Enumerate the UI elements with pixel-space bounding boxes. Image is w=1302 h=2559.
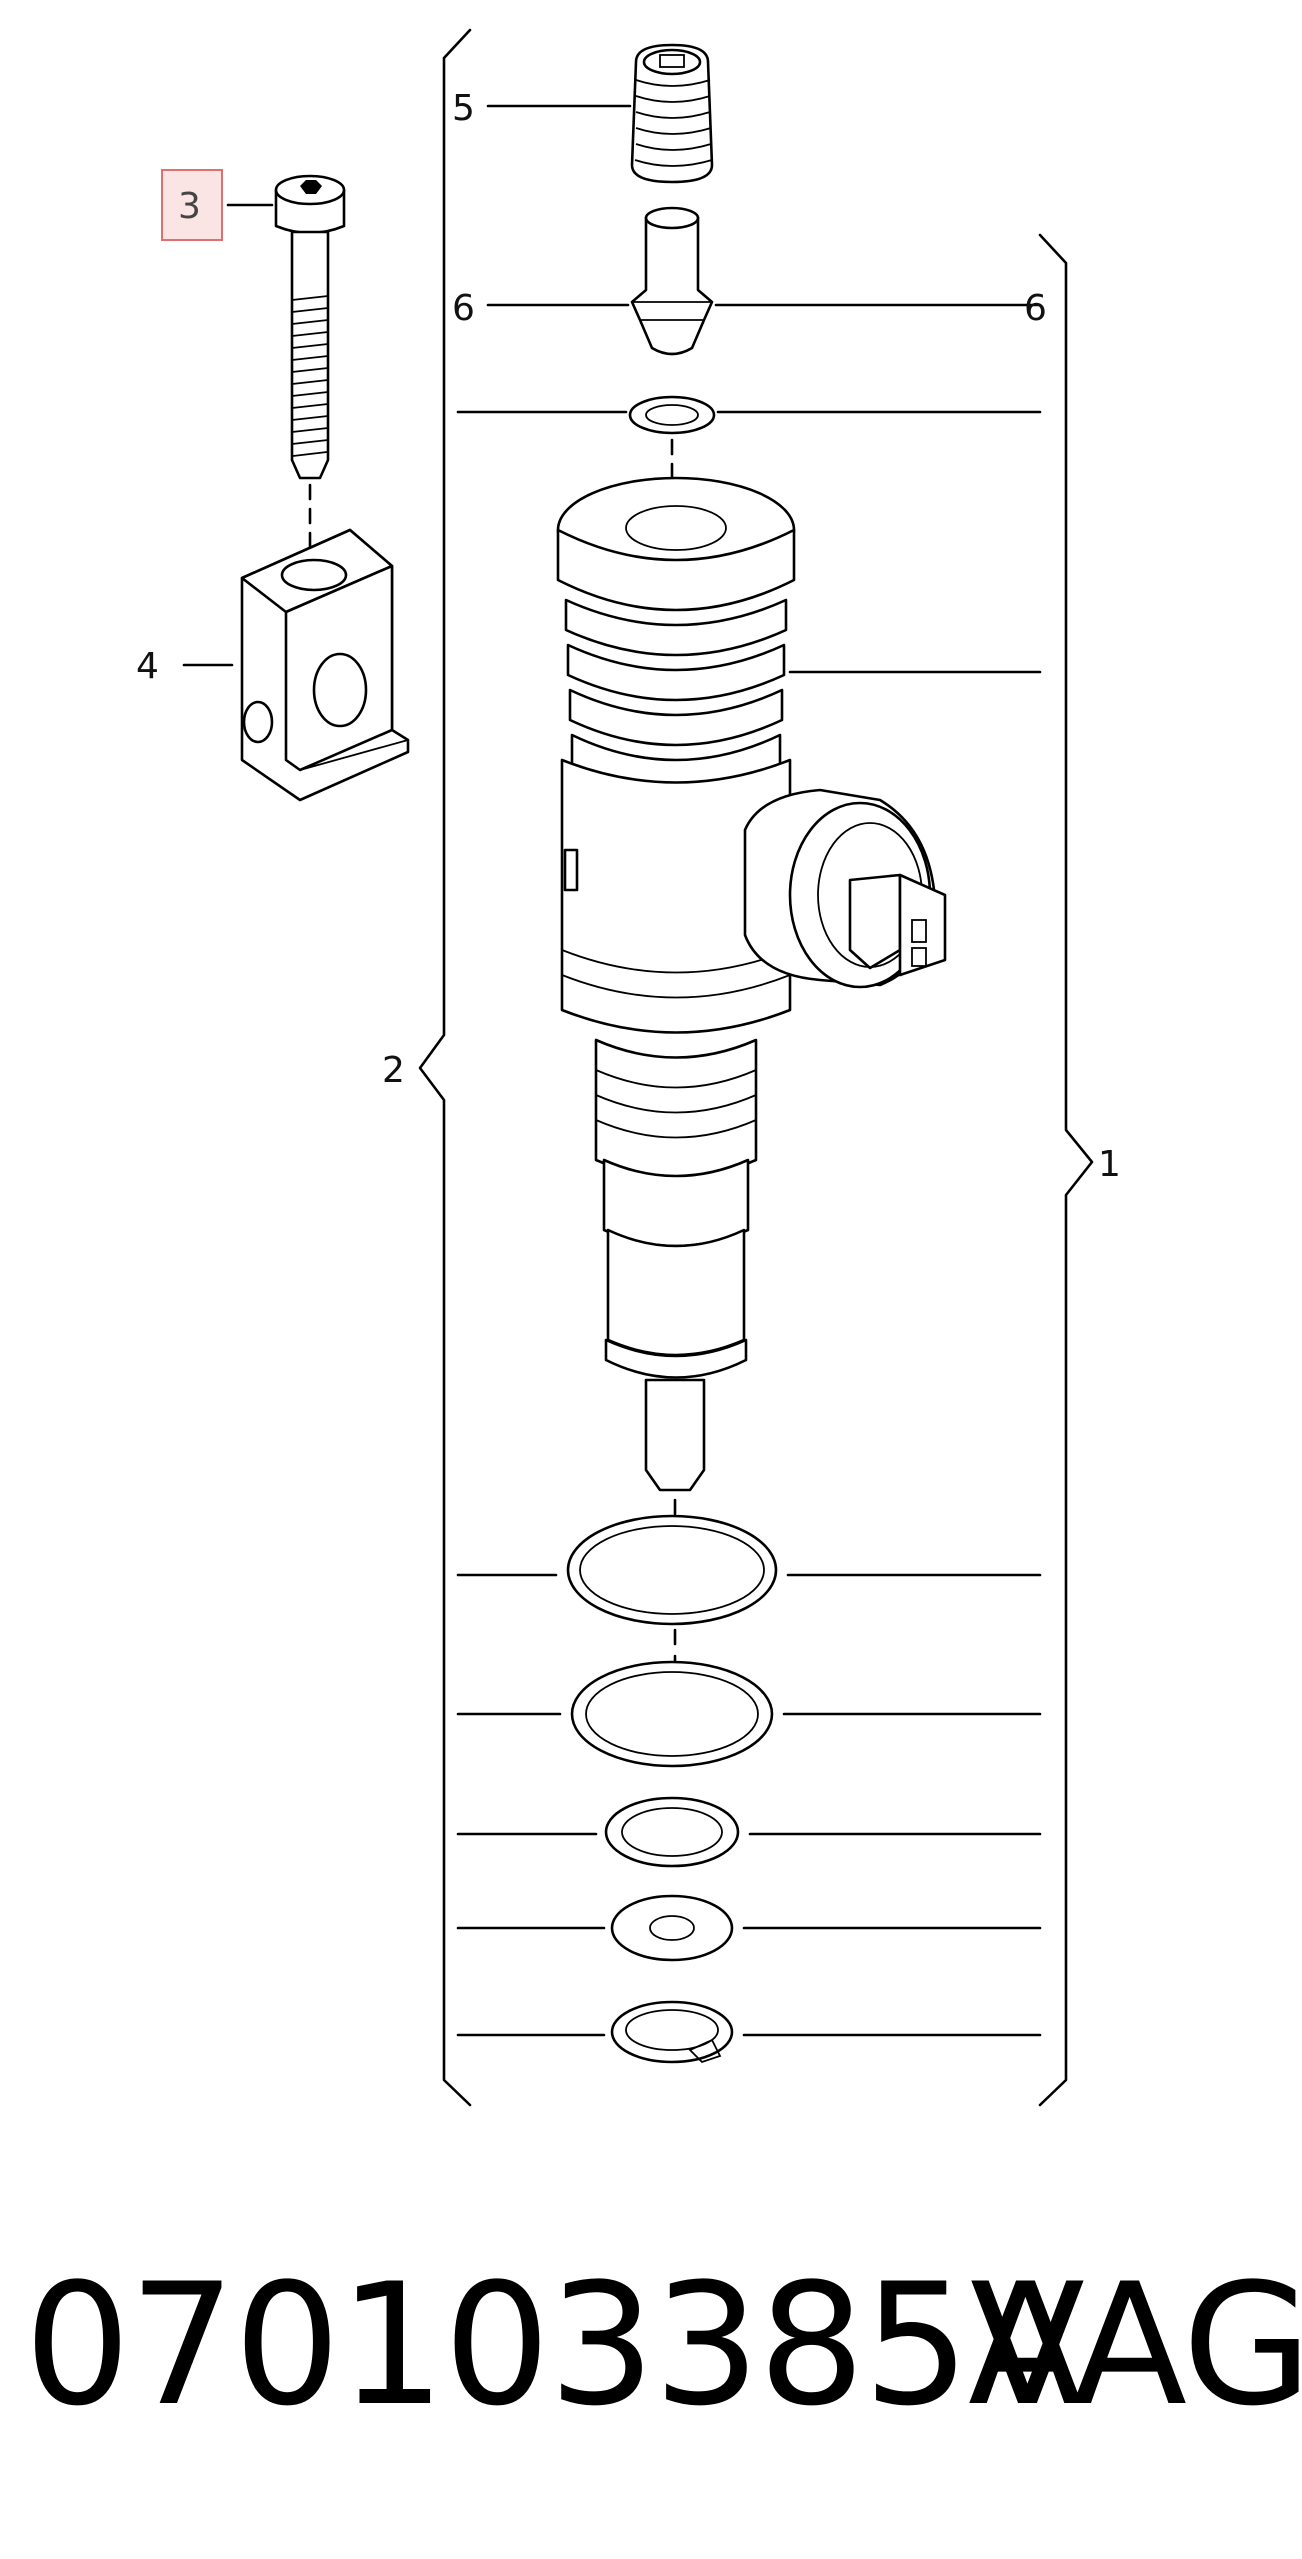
part-number: 070103385A bbox=[24, 2247, 1083, 2443]
callout-4[interactable]: 4 bbox=[136, 646, 159, 687]
callout-6-right[interactable]: 6 bbox=[1024, 288, 1047, 329]
part-6-valve-pin bbox=[630, 206, 714, 356]
sealing-washer bbox=[610, 1894, 734, 1962]
exploded-parts-diagram: 3 4 5 6 6 2 1 bbox=[136, 28, 1121, 2107]
bracket-group-2 bbox=[418, 28, 472, 2107]
part-footer: 070103385A VAG bbox=[0, 2240, 1302, 2480]
callout-1[interactable]: 1 bbox=[1098, 1144, 1121, 1185]
o-ring-1 bbox=[566, 1514, 778, 1626]
part-1-unit-injector bbox=[556, 476, 947, 1492]
callout-5[interactable]: 5 bbox=[452, 88, 475, 129]
callout-3-highlight bbox=[161, 169, 223, 241]
callout-6-left[interactable]: 6 bbox=[452, 288, 475, 329]
bracket-group-1 bbox=[1038, 233, 1094, 2107]
heat-shield-ring bbox=[610, 2000, 734, 2064]
o-ring-2 bbox=[570, 1660, 774, 1768]
part-3-bolt bbox=[274, 174, 346, 480]
callout-3[interactable]: 3 bbox=[178, 186, 201, 227]
o-ring-3 bbox=[604, 1796, 740, 1868]
part-4-clamping-block bbox=[240, 528, 410, 802]
callout-2[interactable]: 2 bbox=[382, 1050, 405, 1091]
brand-name: VAG bbox=[970, 2247, 1302, 2443]
part-5-adjusting-screw bbox=[630, 43, 714, 184]
small-o-ring-top bbox=[628, 395, 716, 435]
